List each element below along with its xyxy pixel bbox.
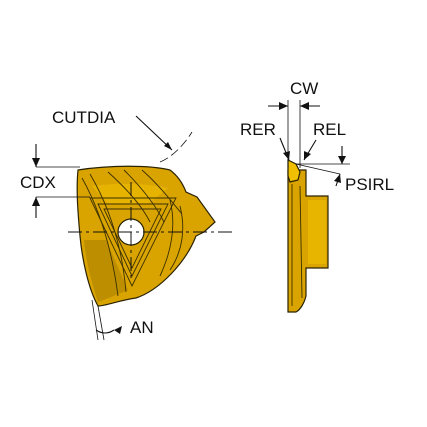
cutdia-arrowhead [164, 142, 172, 150]
an-dimension: AN [91, 299, 154, 341]
side-cutting-edge [287, 159, 301, 183]
side-shade-2 [299, 185, 303, 299]
cdx-arrowhead-bottom [32, 197, 40, 206]
rer-label: RER [240, 120, 276, 139]
cw-arrowhead-left [279, 102, 288, 110]
cw-label: CW [290, 79, 318, 98]
psirl-label: PSIRL [345, 175, 394, 194]
insert-inner-triangle [89, 197, 177, 288]
an-extension-1 [97, 305, 105, 341]
an-extension-2 [91, 299, 99, 341]
psirl-arrowhead-top [338, 156, 346, 164]
rel-dimension: REL [303, 120, 346, 161]
psirl-edge-line [295, 163, 341, 175]
cw-dimension: CW [268, 79, 320, 168]
an-arc [95, 329, 115, 334]
cdx-dimension: CDX [20, 144, 90, 218]
cutdia-arc [159, 131, 193, 163]
cdx-arrowhead-top [32, 158, 40, 167]
rel-arrowhead [304, 151, 311, 160]
rel-label: REL [313, 120, 346, 139]
insert-inner-triangle-3 [103, 208, 162, 270]
rer-dimension: RER [240, 120, 290, 161]
an-arrowhead [114, 326, 122, 334]
side-inner-step [308, 200, 326, 264]
cutdia-dimension: CUTDIA [52, 108, 193, 163]
insert-side-view [287, 159, 329, 313]
psirl-arrowhead-bottom [334, 174, 341, 183]
insert-front-view [68, 165, 234, 307]
insert-inner-triangle-2 [97, 203, 169, 278]
cutdia-label: CUTDIA [52, 108, 116, 127]
cw-arrowhead-right [300, 102, 309, 110]
an-label: AN [130, 318, 154, 337]
rer-arrowhead [283, 151, 290, 160]
cdx-label: CDX [20, 173, 56, 192]
psirl-dimension: PSIRL [295, 146, 394, 194]
